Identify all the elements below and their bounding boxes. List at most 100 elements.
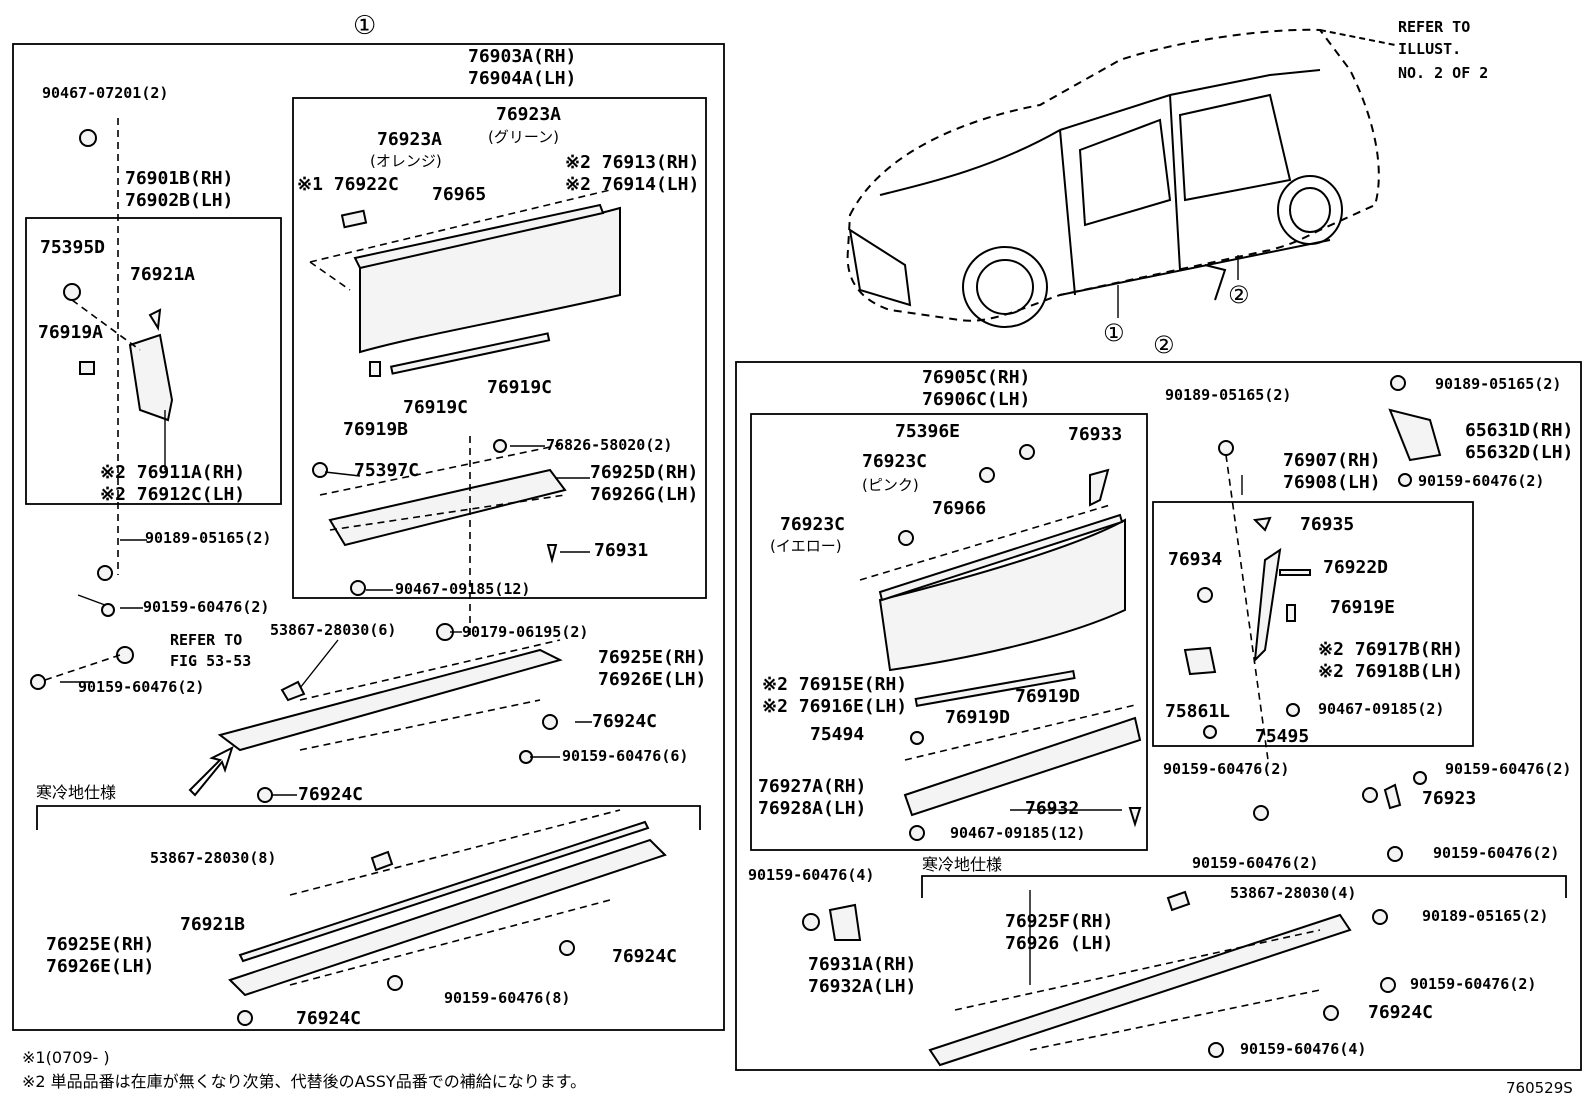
label-76928A: 76928A(LH) — [758, 798, 866, 819]
label-76926E-b: 76926E(LH) — [46, 956, 154, 977]
refer-note-line3: NO. 2 OF 2 — [1398, 64, 1488, 82]
label-75397C: 75397C — [354, 460, 419, 481]
label-90159-60476-8: 90159-60476(8) — [444, 989, 570, 1007]
section-2-parts — [802, 375, 1442, 1067]
label-76966: 76966 — [932, 498, 986, 519]
diagram-id: 760529S — [1506, 1079, 1573, 1097]
label-90179-06195: 90179-06195(2) — [462, 623, 588, 641]
label-76922C: ※1 76922C — [297, 174, 399, 195]
label-76919C-a: 76919C — [487, 377, 552, 398]
label-76918B: ※2 76918B(LH) — [1318, 661, 1463, 682]
label-orange: (オレンジ) — [370, 152, 442, 170]
label-76926G: 76926G(LH) — [590, 484, 698, 505]
vehicle-illustration — [846, 28, 1396, 328]
label-76923C-pink: 76923C — [862, 451, 927, 472]
label-76923: 76923 — [1422, 788, 1476, 809]
label-76925E-b: 76925E(RH) — [46, 934, 154, 955]
label-76931A: 76931A(RH) — [808, 954, 916, 975]
label-76924C-right: 76924C — [1368, 1002, 1433, 1023]
label-90159-60476-rb: 90159-60476(2) — [1163, 760, 1289, 778]
section-1-labels: 90467-07201(2) 76901B(RH) 76902B(LH) 753… — [36, 46, 706, 1029]
label-90159-60476-6: 90159-60476(6) — [562, 747, 688, 765]
label-green: (グリーン) — [488, 128, 559, 146]
section-2-frame — [735, 361, 1582, 1071]
label-75494: 75494 — [810, 724, 864, 745]
cold-spec-bracket-left — [36, 805, 701, 830]
footnote-1: ※1(0709- ) — [22, 1048, 110, 1067]
label-76906C: 76906C(LH) — [922, 389, 1030, 410]
label-76826-58020: 76826-58020(2) — [546, 436, 672, 454]
upper-panel-frame — [292, 97, 707, 599]
label-76919B: 76919B — [343, 419, 408, 440]
leader-lines — [60, 410, 1243, 985]
label-76903A: 76903A(RH) — [468, 46, 576, 67]
label-53867-28030-right: 53867-28030(4) — [1230, 884, 1356, 902]
label-90189-05165-left: 90189-05165(2) — [145, 529, 271, 547]
label-76907: 76907(RH) — [1283, 450, 1381, 471]
label-76901B: 76901B(RH) — [125, 168, 233, 189]
label-76914: ※2 76914(LH) — [565, 174, 699, 195]
label-76924C-a: 76924C — [592, 711, 657, 732]
label-76925F: 76925F(RH) — [1005, 911, 1113, 932]
label-90159-60476-re: 90159-60476(2) — [1192, 854, 1318, 872]
rear-panel-frame — [750, 413, 1148, 851]
section-2-labels: 76905C(RH) 76906C(LH) 75396E 76933 76923… — [748, 367, 1573, 1058]
refer-note-line2: ILLUST. — [1398, 40, 1461, 58]
label-65631D: 65631D(RH) — [1465, 420, 1573, 441]
label-76935: 76935 — [1300, 514, 1354, 535]
label-76924C-b: 76924C — [298, 784, 363, 805]
section-1-frame — [12, 43, 725, 1031]
label-76923A-orange: 76923A — [377, 129, 442, 150]
label-90159-60476-rf: 90159-60476(2) — [1410, 975, 1536, 993]
section-marker-2: ② — [1153, 331, 1175, 359]
label-75396E: 75396E — [895, 421, 960, 442]
label-76925E: 76925E(RH) — [598, 647, 706, 668]
cold-spec-bracket-right — [921, 875, 1567, 898]
label-76921A: 76921A — [130, 264, 195, 285]
label-76925D: 76925D(RH) — [590, 462, 698, 483]
label-76919C-b: 76919C — [403, 397, 468, 418]
label-65632D: 65632D(LH) — [1465, 442, 1573, 463]
cold-spec-label-left: 寒冷地仕様 — [36, 783, 116, 802]
label-76905C: 76905C(RH) — [922, 367, 1030, 388]
label-90159-60476-rd: 90159-60476(2) — [1433, 844, 1559, 862]
refer-fig-line2: FIG 53-53 — [170, 652, 251, 670]
label-76926E: 76926E(LH) — [598, 669, 706, 690]
footnote-2: ※2 単品品番は在庫が無くなり次第、代替後のASSY品番での補給になります。 — [22, 1072, 586, 1091]
refer-fig-line1: REFER TO — [170, 631, 242, 649]
label-90189-05165-c: 90189-05165(2) — [1422, 907, 1548, 925]
label-76917B: ※2 76917B(RH) — [1318, 639, 1463, 660]
section-marker-1: ① — [353, 11, 376, 41]
label-90159-60476-ra: 90159-60476(2) — [1418, 472, 1544, 490]
label-75495: 75495 — [1255, 726, 1309, 747]
label-90189-05165-b: 90189-05165(2) — [1435, 375, 1561, 393]
label-76911A: ※2 76911A(RH) — [100, 462, 245, 483]
label-76923C-yellow: 76923C — [780, 514, 845, 535]
label-76933: 76933 — [1068, 424, 1122, 445]
label-76924C-d: 76924C — [296, 1008, 361, 1029]
label-76916E: ※2 76916E(LH) — [762, 696, 907, 717]
label-90159-60476-rg: 90159-60476(4) — [1240, 1040, 1366, 1058]
section-1-parts — [30, 118, 667, 1026]
vehicle-marker-2: ② — [1228, 281, 1250, 309]
label-76924C-c: 76924C — [612, 946, 677, 967]
cold-spec-label-right: 寒冷地仕様 — [922, 855, 1002, 874]
label-53867-28030-a: 53867-28030(6) — [270, 621, 396, 639]
label-76919A: 76919A — [38, 322, 103, 343]
label-76902B: 76902B(LH) — [125, 190, 233, 211]
label-53867-28030-b: 53867-28030(8) — [150, 849, 276, 867]
label-90467-07201: 90467-07201(2) — [42, 84, 168, 102]
label-76926: 76926 (LH) — [1005, 933, 1113, 954]
label-76927A: 76927A(RH) — [758, 776, 866, 797]
label-76932A: 76932A(LH) — [808, 976, 916, 997]
label-90159-60476-4: 90159-60476(4) — [748, 866, 874, 884]
label-76919D-b: 76919D — [945, 707, 1010, 728]
label-76919E: 76919E — [1330, 597, 1395, 618]
label-76919D-a: 76919D — [1015, 686, 1080, 707]
label-76923A-green: 76923A — [496, 104, 561, 125]
label-76904A: 76904A(LH) — [468, 68, 576, 89]
label-76922D: 76922D — [1323, 557, 1388, 578]
label-90159-60476-left-b: 90159-60476(2) — [78, 678, 204, 696]
label-pink: (ピンク) — [862, 476, 919, 494]
